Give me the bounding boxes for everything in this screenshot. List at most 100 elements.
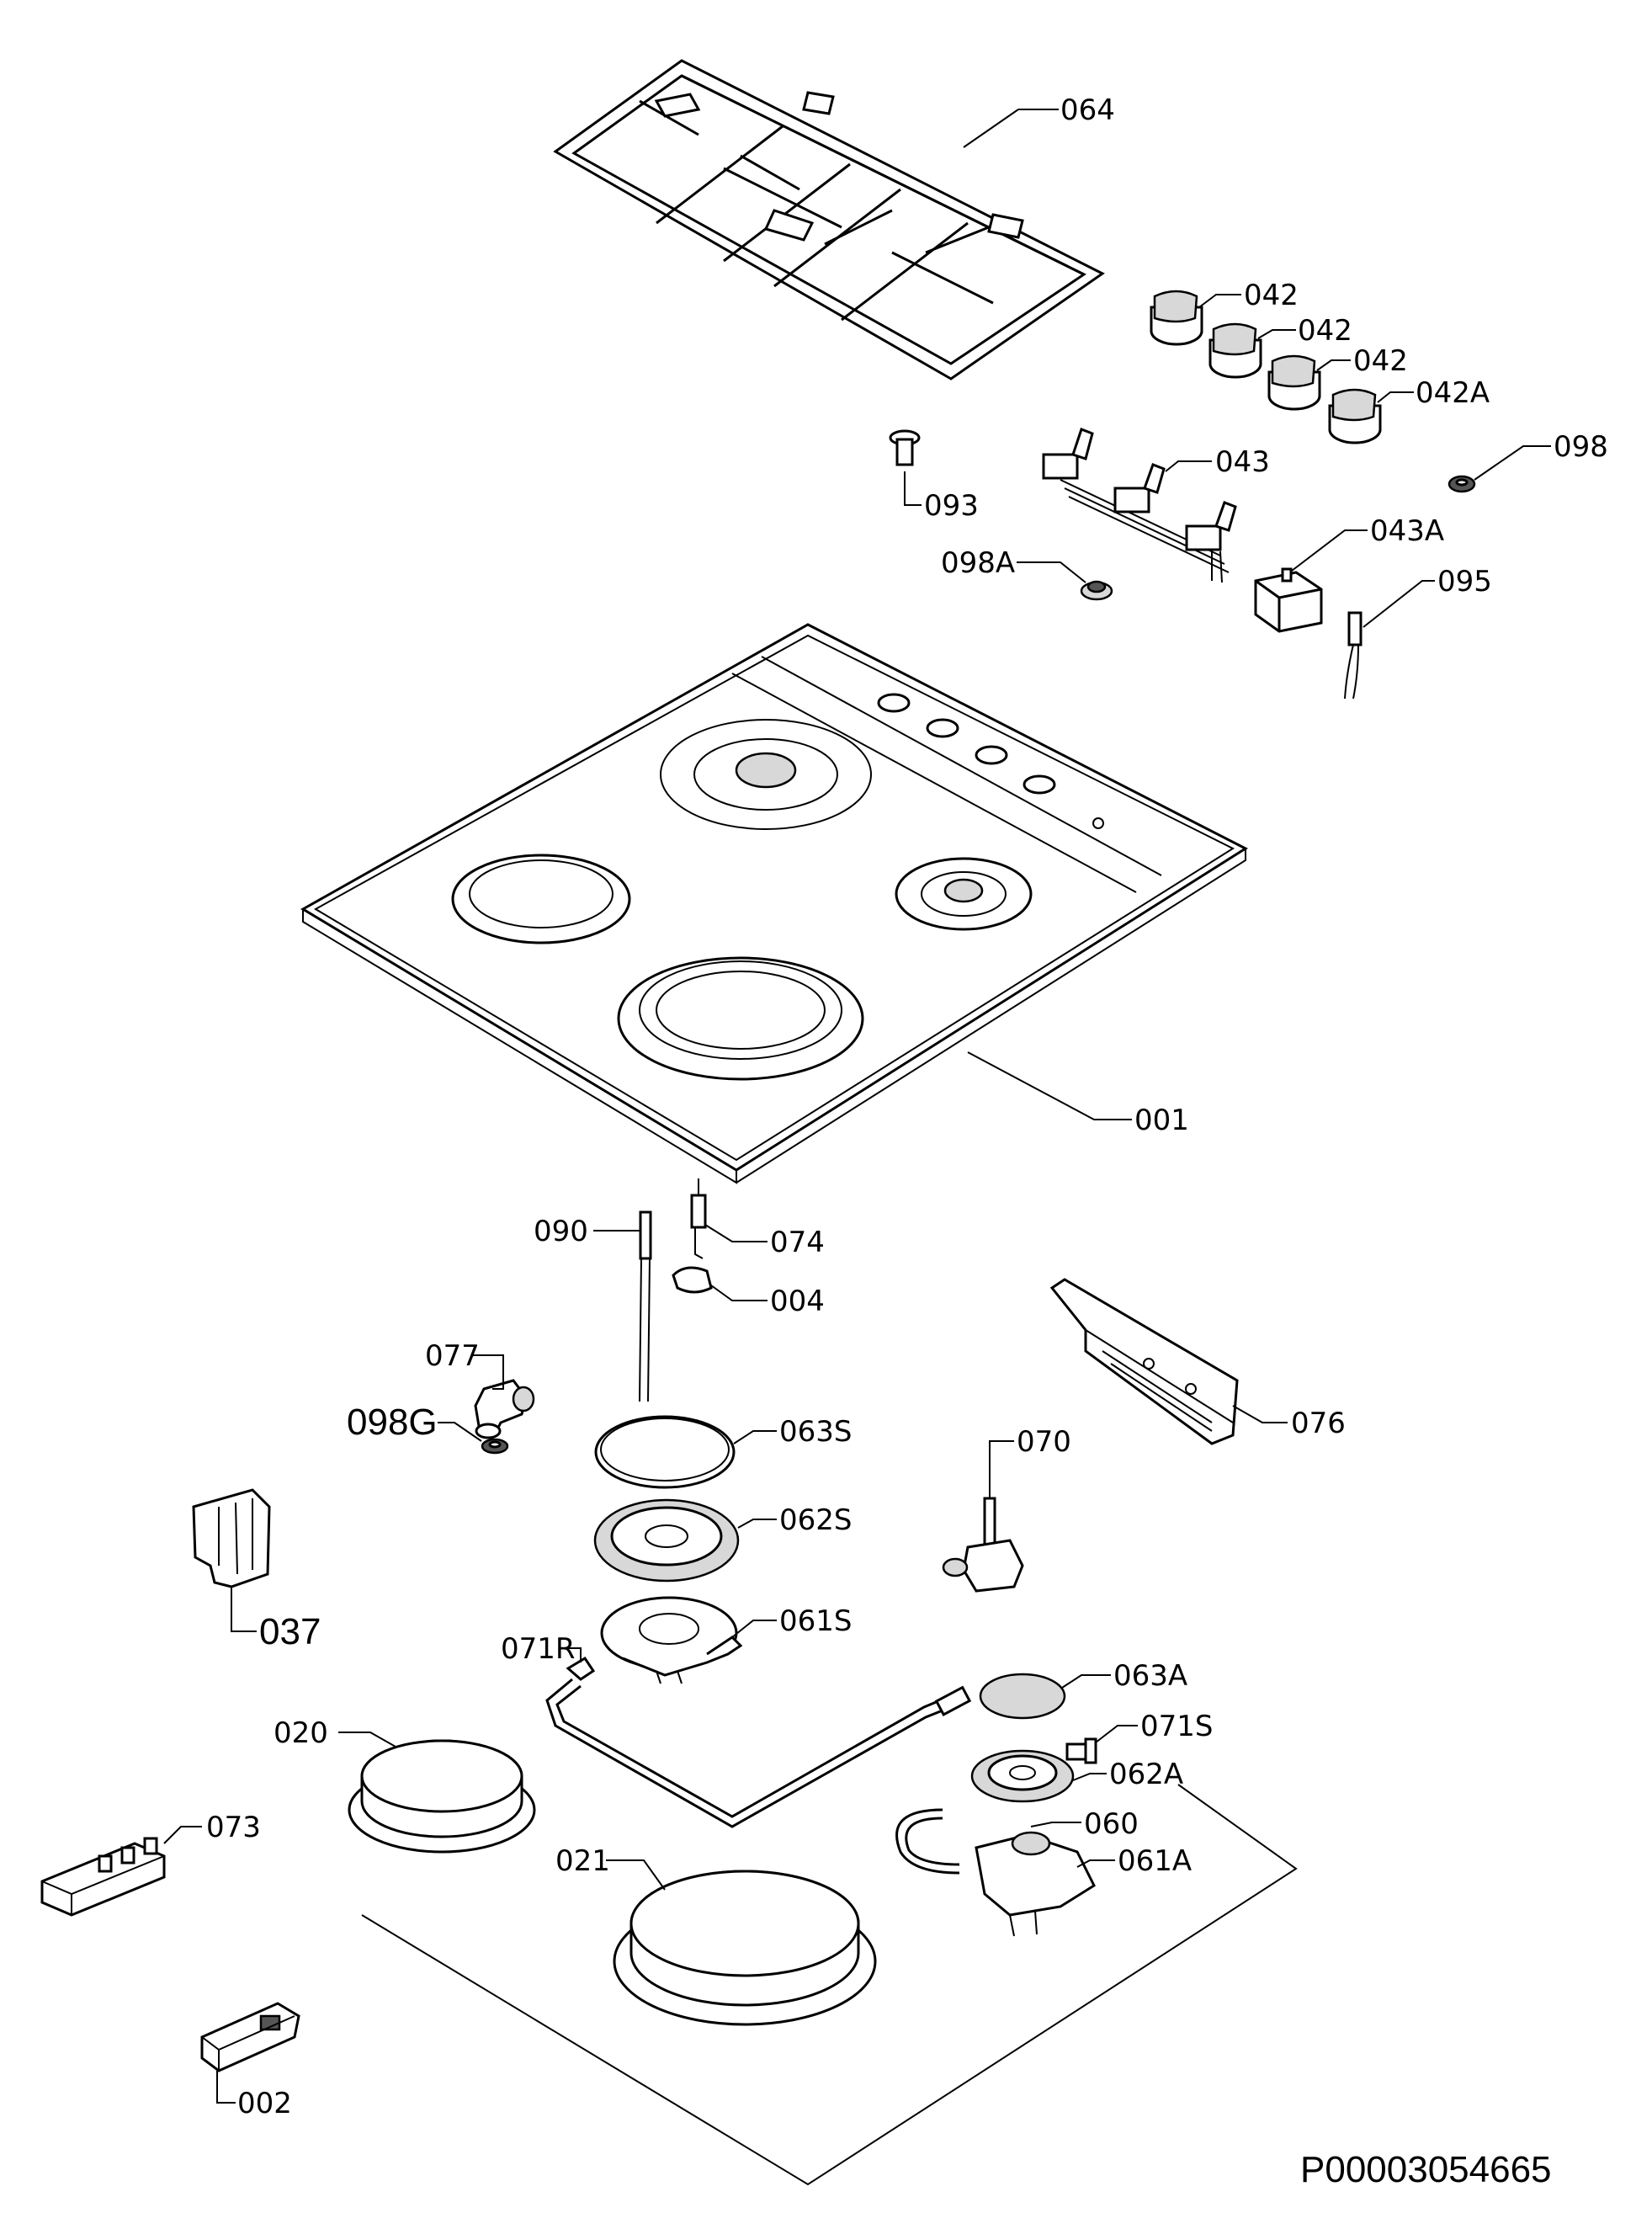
part-071R-gas-pipe xyxy=(545,1656,972,1828)
part-043-switch-harness xyxy=(1042,428,1237,583)
leader-062A xyxy=(1072,1773,1107,1781)
part-098A-grommet xyxy=(1080,580,1113,601)
leader-071S xyxy=(1095,1725,1138,1743)
leader-043 xyxy=(1165,460,1212,472)
part-060-seal xyxy=(895,1808,960,1875)
leader-098A xyxy=(1017,561,1086,583)
leader-043A xyxy=(1291,529,1368,572)
part-098G-washer xyxy=(481,1438,509,1455)
leader-060 xyxy=(1030,1822,1081,1827)
leader-063S xyxy=(733,1430,777,1444)
leader-042A xyxy=(1377,391,1414,403)
label-071S: 071S xyxy=(1140,1710,1213,1743)
leader-073 xyxy=(163,1826,202,1844)
document-code: P00003054665 xyxy=(1300,2149,1552,2190)
part-090-thermocouple xyxy=(639,1210,652,1402)
part-037-connector xyxy=(192,1488,271,1588)
leader-098 xyxy=(1474,445,1551,481)
leader-071R xyxy=(562,1647,582,1662)
part-070-gas-valve xyxy=(942,1497,1024,1593)
leader-020 xyxy=(338,1732,396,1748)
label-037: 037 xyxy=(259,1611,321,1652)
label-064: 064 xyxy=(1060,93,1115,127)
part-042-knob-3 xyxy=(1267,354,1321,411)
label-042-2: 042 xyxy=(1298,314,1352,348)
label-077: 077 xyxy=(425,1339,480,1373)
part-093-screw xyxy=(889,429,921,466)
label-002: 002 xyxy=(237,2087,292,2120)
leader-004 xyxy=(710,1285,768,1301)
leader-001 xyxy=(967,1051,1132,1120)
part-002-connector xyxy=(200,2002,300,2072)
leader-062S xyxy=(737,1519,777,1529)
label-060: 060 xyxy=(1084,1807,1139,1841)
leader-076 xyxy=(1232,1405,1288,1423)
label-063S: 063S xyxy=(779,1415,852,1449)
part-001-hob-top xyxy=(300,623,1249,1184)
leader-042-3 xyxy=(1316,359,1351,371)
leader-002 xyxy=(216,2071,236,2104)
part-098-nut xyxy=(1447,475,1476,493)
part-074-spark-plug xyxy=(690,1178,707,1259)
part-064-pan-support xyxy=(553,59,1105,380)
label-001: 001 xyxy=(1134,1104,1189,1137)
label-073: 073 xyxy=(206,1811,261,1844)
leader-070 xyxy=(989,1440,1014,1498)
label-071R: 071R xyxy=(501,1632,576,1666)
part-076-bracket xyxy=(1049,1278,1239,1445)
label-042A: 042A xyxy=(1416,376,1490,410)
leader-074 xyxy=(704,1224,768,1242)
part-042-knob-1 xyxy=(1150,290,1203,346)
label-076: 076 xyxy=(1291,1407,1346,1440)
leader-095 xyxy=(1363,580,1435,628)
part-061A-burner-body xyxy=(975,1831,1096,1937)
leader-061A xyxy=(1076,1859,1115,1868)
label-098A: 098A xyxy=(941,546,1015,580)
part-021-burner-cap xyxy=(613,1870,877,2026)
leader-042-2 xyxy=(1257,329,1296,339)
label-074: 074 xyxy=(770,1226,825,1259)
leader-093 xyxy=(904,471,922,506)
part-095-electrode xyxy=(1344,611,1363,700)
part-042A-knob xyxy=(1328,388,1382,444)
part-004-clip xyxy=(672,1266,713,1294)
label-095: 095 xyxy=(1437,565,1492,598)
part-042-knob-2 xyxy=(1208,322,1262,379)
label-020: 020 xyxy=(274,1716,328,1750)
part-020-burner-cap xyxy=(348,1739,536,1854)
part-061S-burner-body xyxy=(600,1596,743,1684)
label-043: 043 xyxy=(1215,445,1270,479)
part-043A-spark-generator xyxy=(1254,567,1323,633)
leader-037 xyxy=(231,1587,257,1632)
label-042-1: 042 xyxy=(1244,279,1299,312)
leader-042-1 xyxy=(1198,294,1241,308)
label-061A: 061A xyxy=(1118,1844,1192,1878)
leader-061S xyxy=(731,1620,777,1638)
part-073-terminal-block xyxy=(40,1837,166,1917)
leader-021 xyxy=(606,1859,666,1891)
leader-077 xyxy=(471,1354,504,1390)
label-062S: 062S xyxy=(779,1503,852,1537)
assembly-frame xyxy=(361,1784,1298,2186)
leader-063A xyxy=(1061,1674,1111,1689)
label-061S: 061S xyxy=(779,1604,852,1638)
label-004: 004 xyxy=(770,1285,825,1318)
label-093: 093 xyxy=(924,489,979,523)
label-098G: 098G xyxy=(347,1402,438,1443)
label-070: 070 xyxy=(1017,1425,1071,1459)
part-071S-injector xyxy=(1065,1737,1097,1764)
part-077-elbow xyxy=(474,1379,535,1439)
leader-064 xyxy=(963,109,1019,148)
label-063A: 063A xyxy=(1113,1659,1187,1693)
part-063S-burner-cap xyxy=(594,1415,736,1489)
label-042-3: 042 xyxy=(1353,344,1408,378)
label-098: 098 xyxy=(1554,430,1608,464)
label-043A: 043A xyxy=(1370,514,1444,548)
leader-098G xyxy=(438,1422,482,1442)
part-062A-burner-crown xyxy=(970,1749,1075,1803)
part-062S-burner-crown xyxy=(593,1498,740,1583)
part-063A-burner-cap xyxy=(979,1673,1066,1720)
label-021: 021 xyxy=(555,1844,610,1878)
label-062A: 062A xyxy=(1109,1758,1183,1791)
